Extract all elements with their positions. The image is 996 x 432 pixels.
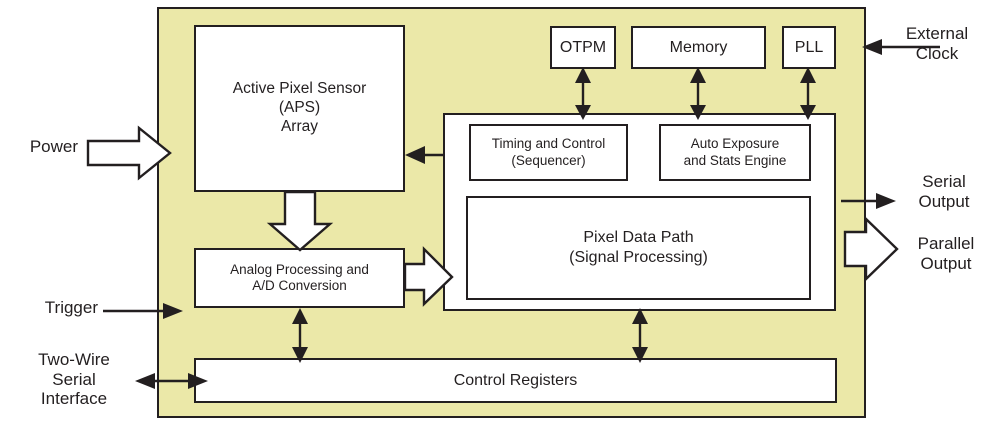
analog-line-1: Analog Processing and (230, 261, 369, 277)
block-pixel-data-path[interactable]: Pixel Data Path (Signal Processing) (466, 196, 811, 300)
label-power: Power (29, 137, 78, 156)
label-serial-output: Serial Output (918, 172, 970, 211)
analog-line-2: A/D Conversion (252, 278, 347, 293)
block-control-registers[interactable]: Control Registers (194, 358, 837, 403)
memory-label: Memory (669, 38, 728, 56)
label-external-clock: External Clock (905, 24, 969, 63)
otpm-label: OTPM (559, 38, 607, 56)
timing-line-2: (Sequencer) (511, 152, 586, 168)
aps-line-2: (APS) (278, 99, 321, 117)
block-timing-and-control[interactable]: Timing and Control (Sequencer) (469, 124, 628, 181)
timing-line-1: Timing and Control (491, 136, 606, 152)
auto-exposure-line-1: Auto Exposure (690, 136, 780, 152)
pll-label: PLL (794, 38, 824, 56)
control-registers-label: Control Registers (453, 371, 578, 389)
pixel-data-path-line-1: Pixel Data Path (583, 229, 694, 247)
block-otpm[interactable]: OTPM (550, 26, 616, 69)
aps-line-1: Active Pixel Sensor (232, 80, 367, 98)
block-analog-processing-ad-conversion[interactable]: Analog Processing and A/D Conversion (194, 248, 405, 308)
auto-exposure-line-2: and Stats Engine (683, 152, 787, 168)
label-parallel-output: Parallel Output (917, 234, 975, 273)
block-active-pixel-sensor-array[interactable]: Active Pixel Sensor (APS) Array (194, 25, 405, 192)
block-memory[interactable]: Memory (631, 26, 766, 69)
block-auto-exposure-stats-engine[interactable]: Auto Exposure and Stats Engine (659, 124, 811, 181)
aps-line-3: Array (280, 117, 319, 135)
label-trigger: Trigger (44, 298, 98, 317)
block-pll[interactable]: PLL (782, 26, 836, 69)
pixel-data-path-line-2: (Signal Processing) (569, 249, 708, 266)
label-two-wire-serial-interface: Two-Wire Serial Interface (38, 350, 110, 409)
